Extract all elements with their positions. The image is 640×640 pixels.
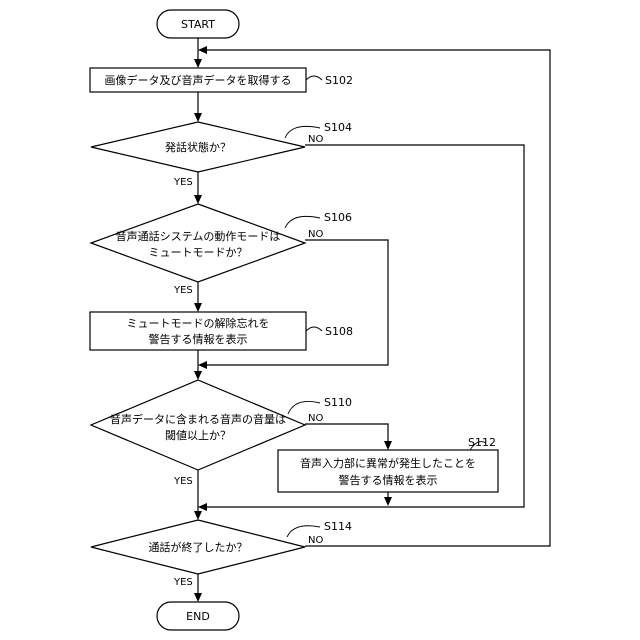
s114-text: 通話が終了したか？ <box>149 540 248 554</box>
branch-s106-no: NO <box>308 229 323 240</box>
s108-text-line2: 警告する情報を表示 <box>149 332 248 346</box>
arrow-into-s108 <box>194 303 202 312</box>
arrow-s112-merge <box>384 497 392 506</box>
s106-text-line1: 音声通話システムの動作モードは <box>116 229 281 243</box>
s110-text-line1: 音声データに含まれる音声の音量は <box>110 412 286 426</box>
leader-s102 <box>306 76 322 80</box>
arrow-into-s114 <box>194 511 202 520</box>
s102-text: 画像データ及び音声データを取得する <box>105 73 292 87</box>
s110-text-line2: 閾値以上か？ <box>165 429 231 442</box>
arrow-merge-s106-no <box>198 361 207 369</box>
s112-text-line1: 音声入力部に異常が発生したことを <box>300 456 476 470</box>
s104-text: 発話状態か？ <box>165 140 231 154</box>
arrow-into-end <box>194 593 202 602</box>
arrow-into-s104 <box>194 113 202 122</box>
end-label: END <box>186 610 210 623</box>
branch-s104-no: NO <box>308 134 323 145</box>
connector-s110-no <box>305 424 388 444</box>
branch-s110-no: NO <box>308 413 323 424</box>
branch-s110-yes: YES <box>173 476 193 487</box>
s106-text-line2: ミュートモードか？ <box>149 246 248 259</box>
arrow-into-s112 <box>384 441 392 450</box>
s106-decision <box>91 204 305 282</box>
step-label-s106: S106 <box>324 211 352 224</box>
step-label-s102: S102 <box>325 74 353 87</box>
step-label-s108: S108 <box>325 325 353 338</box>
branch-labels: NO YES NO YES NO YES NO YES <box>173 134 323 588</box>
start-label: START <box>181 18 215 31</box>
step-label-s110: S110 <box>324 396 352 409</box>
leader-s108 <box>306 327 322 331</box>
arrow-merge-s104-no <box>198 503 207 511</box>
step-label-s112: S112 <box>468 436 496 449</box>
branch-s114-no: NO <box>308 535 323 546</box>
leader-s106 <box>285 216 320 228</box>
branch-s104-yes: YES <box>173 177 193 188</box>
s112-text-line2: 警告する情報を表示 <box>339 473 438 487</box>
arrow-into-s102 <box>194 59 202 68</box>
arrow-into-s110 <box>194 371 202 380</box>
arrow-into-s106 <box>194 195 202 204</box>
s108-text-line1: ミュートモードの解除忘れを <box>127 316 270 330</box>
branch-s114-yes: YES <box>173 577 193 588</box>
step-label-s114: S114 <box>324 520 352 533</box>
step-label-s104: S104 <box>324 121 352 134</box>
arrow-loop-top <box>198 46 207 54</box>
branch-s106-yes: YES <box>173 285 193 296</box>
